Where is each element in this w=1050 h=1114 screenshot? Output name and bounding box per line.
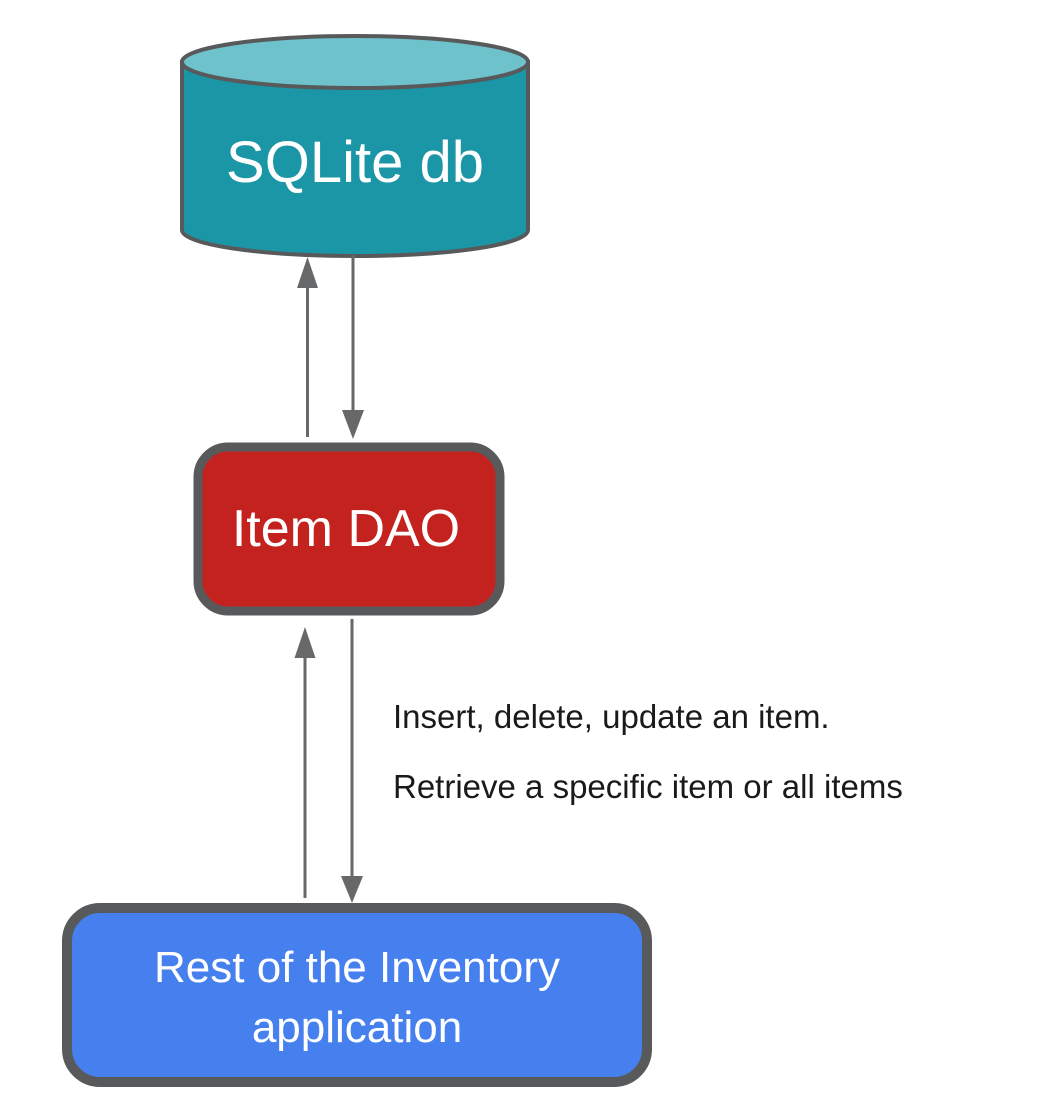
app-label-line1: Rest of the Inventory	[154, 943, 560, 992]
db-dao-arrows	[297, 255, 364, 439]
arrow-db-to-dao-head	[342, 410, 364, 439]
database-node: SQLite db	[180, 34, 530, 258]
dao-box	[193, 442, 505, 616]
arrow-dao-to-app-head	[341, 876, 363, 903]
dao-app-arrows	[294, 619, 363, 903]
database-cylinder-top	[180, 34, 530, 90]
arrow-dao-to-db-head	[297, 257, 318, 288]
arrow-app-to-dao-head	[294, 627, 316, 658]
edge-annotation-line2: Retrieve a specific item or all items	[393, 768, 903, 805]
app-node: Rest of the Inventory application	[62, 903, 652, 1087]
edge-annotation: Insert, delete, update an item. Retrieve…	[393, 698, 903, 805]
edge-annotation-line1: Insert, delete, update an item.	[393, 698, 830, 735]
app-box	[62, 903, 652, 1087]
dao-node: Item DAO	[193, 442, 505, 616]
dao-label: Item DAO	[232, 500, 460, 558]
database-cylinder-body	[180, 60, 530, 258]
app-label-line2: application	[252, 1003, 462, 1052]
database-label: SQLite db	[226, 130, 484, 195]
